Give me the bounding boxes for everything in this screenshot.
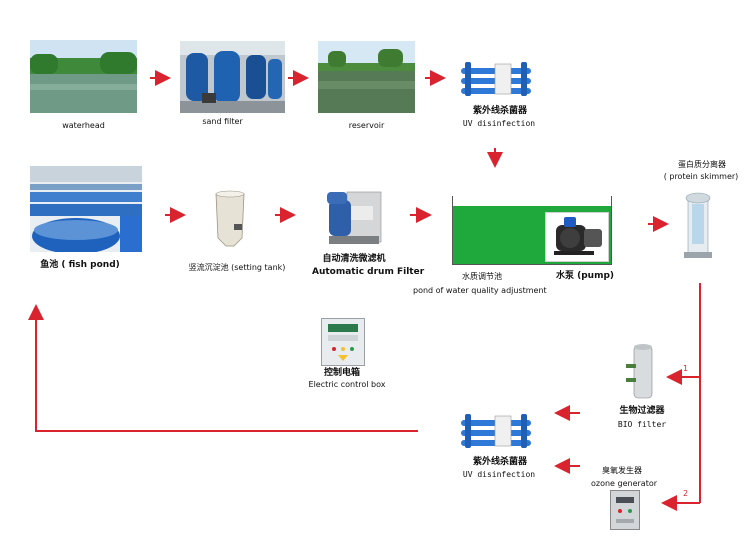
protein-skimmer-photo <box>680 190 716 262</box>
uv-disinfection-top-photo <box>455 60 535 98</box>
fish-pond-photo <box>30 166 142 252</box>
adjust-pond-label-cn: 水质调节池 <box>462 272 502 281</box>
branch-number-1: 1 <box>683 364 689 373</box>
uv-bottom-label-cn: 紫外线杀菌器 <box>472 457 527 467</box>
branch-number-2: 2 <box>683 489 689 498</box>
setting-tank-photo <box>212 190 248 248</box>
uv-disinfection-bottom-photo <box>455 412 535 450</box>
uv-top-label-en: UV disinfection <box>462 119 536 128</box>
bio-filter-label-cn: 生物过滤器 <box>619 406 665 416</box>
fish-pond-label: 鱼池 ( fish pond) <box>40 260 120 270</box>
pump-label: 水泵 (pump) <box>555 271 615 281</box>
bio-filter-photo <box>624 342 660 402</box>
control-box-label-en: Electric control box <box>308 380 386 389</box>
setting-tank-label: 竖流沉淀池 (setting tank) <box>188 263 286 272</box>
ozone-label-en: ozone generator <box>590 479 658 488</box>
pump-photo <box>545 212 609 262</box>
drum-filter-label-cn: 自动清洗微滤机 <box>322 254 386 264</box>
waterhead-photo <box>30 40 137 113</box>
reservoir-label: reservoir <box>348 121 385 130</box>
waterhead-label: waterhead <box>62 121 105 130</box>
adjustment-pond <box>452 196 612 265</box>
line-return-to-pond <box>28 304 418 432</box>
drum-filter-photo <box>325 186 383 248</box>
control-box-label-cn: 控制电箱 <box>323 368 360 378</box>
protein-skimmer-label-en: ( protein skimmer) <box>663 172 739 181</box>
uv-bottom-label-en: UV disinfection <box>462 470 536 479</box>
adjust-pond-label-en: pond of water quality adjustment <box>413 286 547 295</box>
uv-top-label-cn: 紫外线杀菌器 <box>472 106 527 116</box>
protein-skimmer-label-cn: 蛋白质分离器 <box>678 160 726 169</box>
sand-filter-photo <box>180 41 285 113</box>
control-box-photo <box>321 318 365 366</box>
reservoir-photo <box>318 41 415 113</box>
ozone-generator-photo <box>610 490 640 530</box>
sand-filter-label: sand filter <box>202 117 243 126</box>
bio-filter-label-en: BIO filter <box>617 420 667 429</box>
ozone-label-cn: 臭氧发生器 <box>602 466 642 475</box>
drum-filter-label-en: Automatic drum Filter <box>312 267 425 277</box>
